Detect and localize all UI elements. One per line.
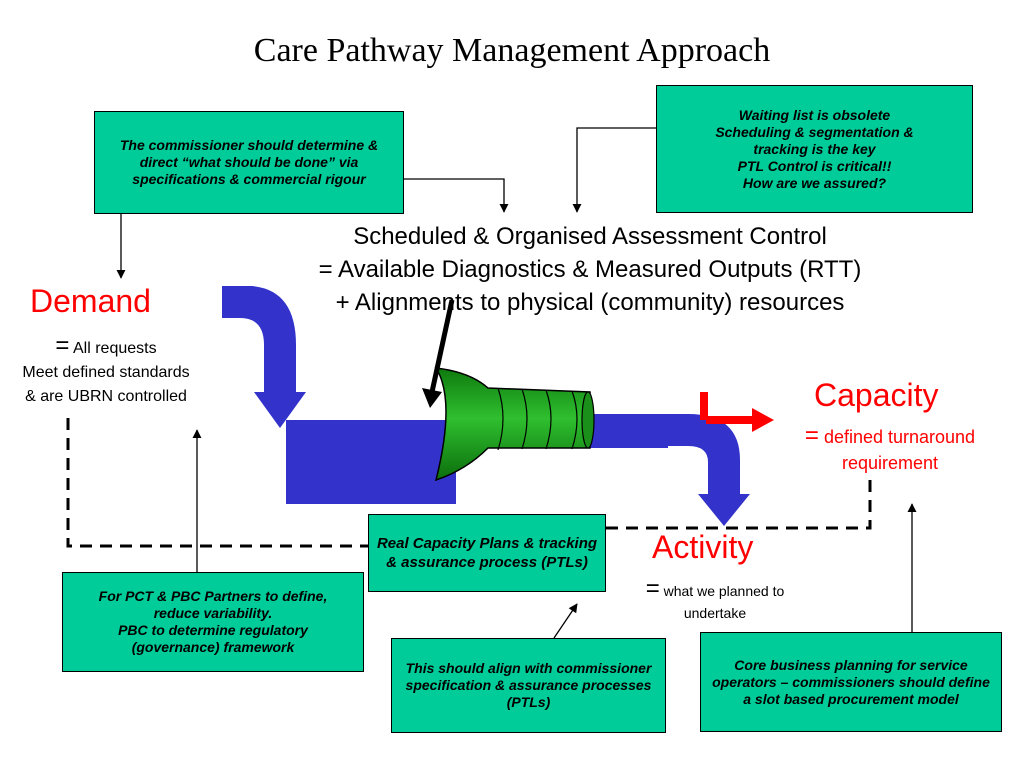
- page-title: Care Pathway Management Approach: [253, 32, 771, 69]
- connector-top-right-to-centre: [572, 127, 656, 213]
- demand-label: Demand: [30, 283, 151, 319]
- activity-line-2: undertake: [683, 605, 747, 621]
- commissioner-direction-box: The commissioner should determine & dire…: [94, 111, 404, 214]
- demand-equals: =: [55, 332, 70, 359]
- capacity-label: Capacity: [814, 377, 939, 413]
- real-capacity-plans-text: Real Capacity Plans & tracking & assuran…: [376, 535, 598, 571]
- partners-line-4: (governance) framework: [131, 639, 295, 655]
- funnel-ring-2: [521, 388, 528, 450]
- demand-description: = All requests Meet defined standards & …: [0, 334, 212, 409]
- assessment-pointer-head: [422, 388, 442, 408]
- scheduling-line-5: How are we assured?: [742, 174, 887, 191]
- assessment-line-2: = Available Diagnostics & Measured Outpu…: [318, 256, 862, 283]
- assessment-pointer-arrow: [429, 299, 455, 393]
- connector-top-left-to-centre: [404, 178, 509, 213]
- demand-line-1: All requests: [72, 340, 157, 357]
- capacity-red-arrow: [706, 408, 774, 432]
- commissioner-alignment-box: This should align with commissioner spec…: [391, 638, 666, 733]
- scheduling-line-2: Scheduling & segmentation &: [715, 123, 914, 140]
- activity-outflow-arrow: [664, 414, 750, 526]
- assessment-control-text: Scheduled & Organised Assessment Control…: [260, 220, 920, 319]
- funnel-ring-3: [545, 389, 552, 450]
- activity-line-1: what we planned to: [663, 583, 785, 599]
- core-business-planning-box: Core business planning for service opera…: [700, 632, 1002, 732]
- commissioner-alignment-text: This should align with commissioner spec…: [405, 660, 652, 710]
- capacity-pipe-lower: [586, 414, 668, 448]
- partners-line-2: reduce variability.: [153, 605, 273, 621]
- real-capacity-plans-box: Real Capacity Plans & tracking & assuran…: [368, 514, 606, 592]
- capacity-line-1: defined turnaround: [823, 427, 976, 447]
- capacity-description: = defined turnaround requirement: [770, 423, 1010, 476]
- scheduling-line-1: Waiting list is obsolete: [738, 106, 891, 123]
- dashed-feedback-loop: [66, 418, 872, 548]
- capacity-red-bar: [700, 392, 708, 420]
- assessment-funnel: [434, 367, 591, 482]
- connector-bottom-middle-to-plans: [553, 603, 578, 639]
- activity-description: = what we planned to undertake: [610, 575, 820, 624]
- demand-line-2: Meet defined standards: [22, 364, 190, 381]
- commissioner-direction-text: The commissioner should determine & dire…: [119, 137, 379, 187]
- demand-line-3: & are UBRN controlled: [25, 388, 187, 405]
- activity-label: Activity: [652, 529, 754, 565]
- demand-inflow-arrow: [222, 286, 306, 428]
- partners-framework-box: For PCT & PBC Partners to define, reduce…: [62, 572, 364, 672]
- partners-line-3: PBC to determine regulatory: [118, 622, 308, 638]
- funnel-end-cap: [581, 391, 595, 449]
- activity-equals: =: [645, 575, 660, 602]
- demand-reservoir: [286, 420, 456, 504]
- capacity-line-2: requirement: [841, 453, 939, 473]
- capacity-equals: =: [804, 422, 819, 449]
- scheduling-line-3: tracking is the key: [753, 140, 876, 157]
- assessment-line-1: Scheduled & Organised Assessment Control: [353, 223, 827, 250]
- funnel-ring-4: [571, 390, 578, 450]
- scheduling-line-4: PTL Control is critical!!: [737, 157, 892, 174]
- partners-line-1: For PCT & PBC Partners to define,: [98, 588, 328, 604]
- assessment-line-3: + Alignments to physical (community) res…: [335, 289, 845, 316]
- core-business-planning-text: Core business planning for service opera…: [712, 656, 990, 707]
- scheduling-box: Waiting list is obsolete Scheduling & se…: [656, 85, 973, 213]
- funnel-ring-1: [497, 387, 504, 451]
